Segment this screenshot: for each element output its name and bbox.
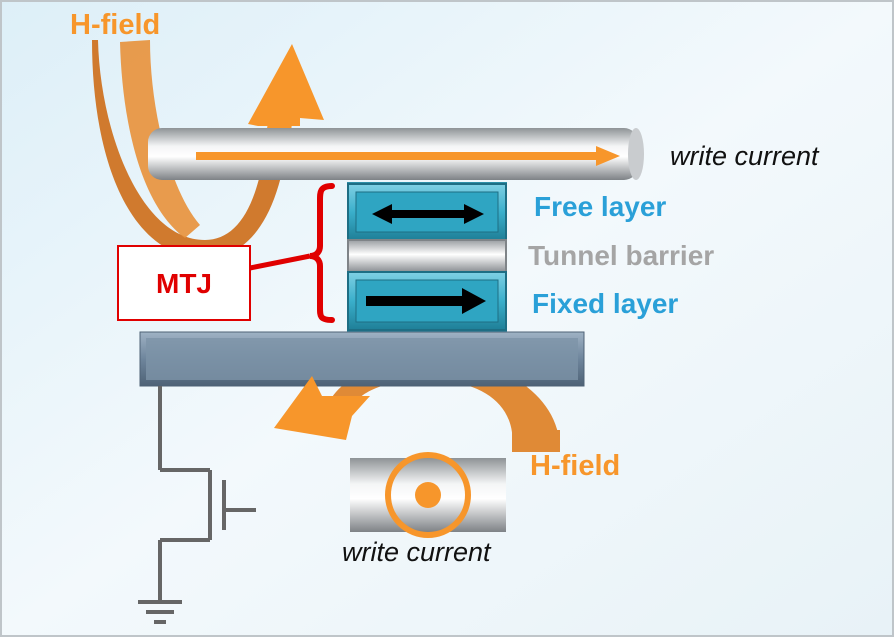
- bottom-electrode: [139, 331, 585, 387]
- write-current-top-label: write current: [670, 141, 820, 171]
- current-out-of-page-circle: [385, 452, 471, 538]
- fixed-layer-label: Fixed layer: [532, 288, 678, 319]
- write-current-arrow-top: [196, 146, 620, 166]
- mtj-label: MTJ: [156, 268, 212, 299]
- right-arrow-icon: [366, 288, 486, 314]
- hfield-top-label: H-field: [70, 9, 160, 41]
- mtj-stack: [347, 182, 507, 332]
- free-layer-label: Free layer: [534, 191, 666, 222]
- bottom-hfield-arrowhead: [274, 376, 560, 452]
- bidirectional-arrow-icon: [372, 204, 484, 224]
- mtj-bracket: [249, 183, 335, 323]
- free-layer: [347, 183, 507, 241]
- tunnel-barrier-label: Tunnel barrier: [528, 240, 714, 271]
- write-current-bottom-label: write current: [342, 537, 492, 567]
- hfield-bottom-label: H-field: [530, 450, 620, 482]
- top-write-line: [148, 128, 644, 180]
- ground-icon: [138, 600, 182, 624]
- access-transistor: [158, 386, 256, 600]
- fixed-layer: [347, 271, 507, 331]
- current-dot-icon: [415, 482, 441, 508]
- bottom-write-line: [350, 452, 506, 538]
- mtj-label-box: MTJ: [117, 245, 251, 321]
- tunnel-barrier: [347, 239, 507, 273]
